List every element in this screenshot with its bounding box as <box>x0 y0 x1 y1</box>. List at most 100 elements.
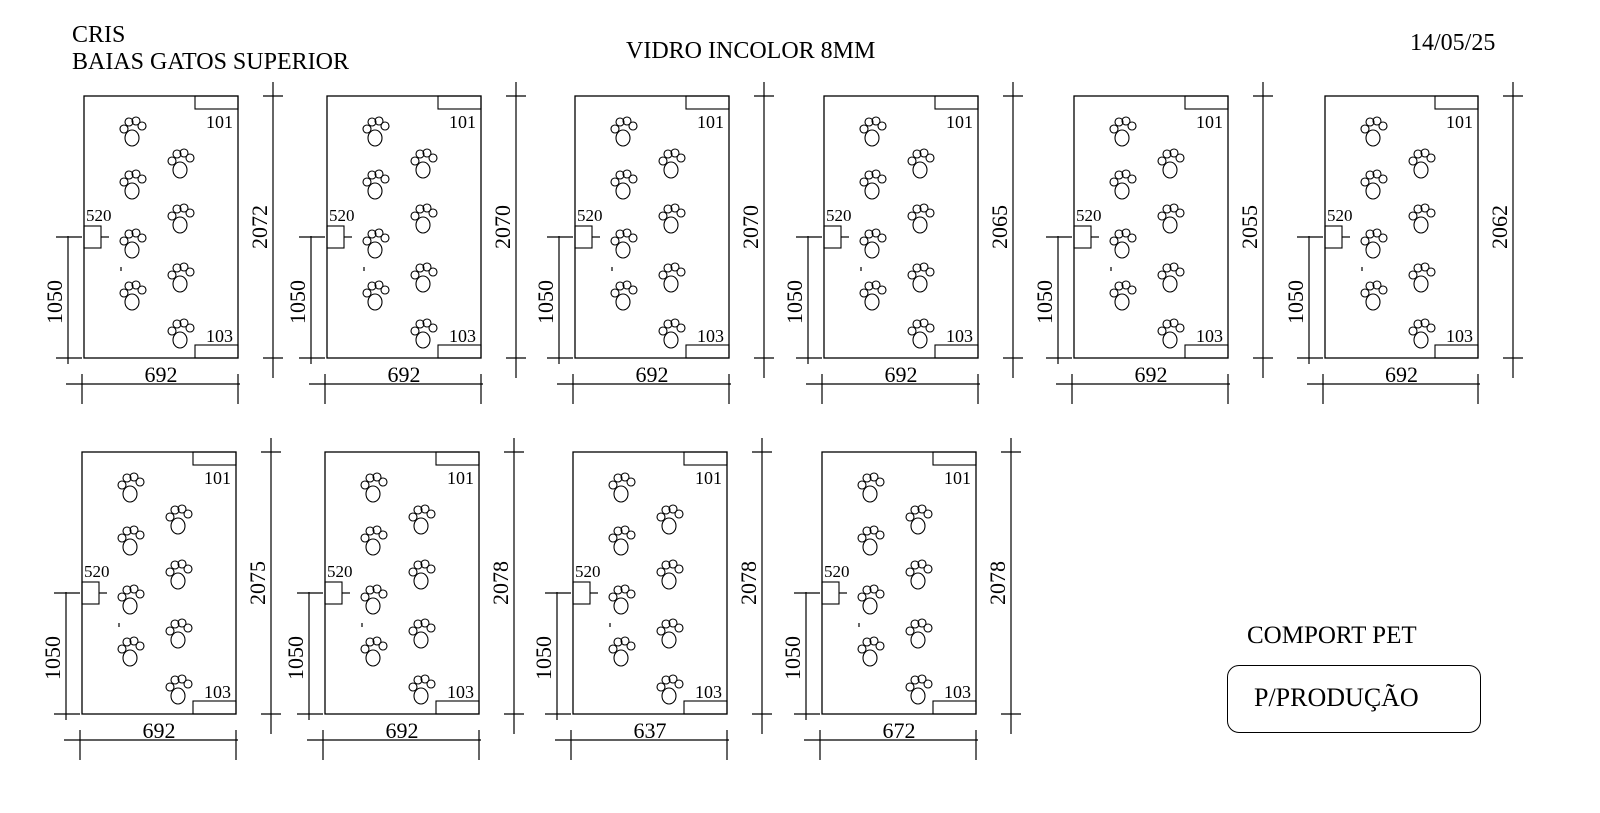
width-dimension: 692 <box>386 718 419 743</box>
corner-label-bottom: 103 <box>1196 326 1223 346</box>
hole-label: 520 <box>329 206 355 225</box>
paw-print-icon <box>1360 228 1388 259</box>
paw-print-icon <box>117 472 145 503</box>
corner-notch-bottom <box>192 700 237 715</box>
corner-notch-bottom <box>934 344 979 359</box>
paw-print-icon <box>658 318 686 349</box>
corner-notch-top <box>685 95 730 110</box>
paw-print-icon <box>907 203 935 234</box>
width-dimension: 692 <box>1385 362 1418 387</box>
paw-print-icon <box>905 674 933 705</box>
corner-notch-bottom <box>683 700 728 715</box>
material-spec: VIDRO INCOLOR 8MM <box>626 38 876 64</box>
paw-print-icon <box>658 148 686 179</box>
height-dimension: 2070 <box>738 205 763 249</box>
paw-print-icon <box>1157 318 1185 349</box>
height-dimension: 2072 <box>247 205 272 249</box>
paw-print-icon <box>360 636 388 667</box>
paw-print-icon <box>410 318 438 349</box>
corner-notch-bottom <box>685 344 730 359</box>
corner-notch-bottom <box>435 700 480 715</box>
corner-notch-top <box>683 451 728 466</box>
height-dimension: 2075 <box>245 561 270 605</box>
paw-print-icon <box>362 280 390 311</box>
height-dimension: 2078 <box>488 561 513 605</box>
paw-print-icon <box>1408 318 1436 349</box>
corner-label-bottom: 103 <box>449 326 476 346</box>
corner-label-top: 101 <box>206 112 233 132</box>
production-stamp-label: P/PRODUÇÃO <box>1254 683 1419 712</box>
corner-label-bottom: 103 <box>447 682 474 702</box>
paw-print-icon <box>117 584 145 615</box>
paw-print-icon <box>610 280 638 311</box>
corner-notch-bottom <box>1434 344 1479 359</box>
paw-print-icon <box>362 169 390 200</box>
corner-notch-bottom <box>194 344 239 359</box>
client-name: CRIS <box>72 22 126 48</box>
corner-notch-bottom <box>1184 344 1229 359</box>
paw-print-icon <box>1408 203 1436 234</box>
hole-height-dimension: 1050 <box>283 636 308 680</box>
hole-height-dimension: 1050 <box>531 636 556 680</box>
lock-cutout <box>326 225 345 249</box>
width-dimension: 692 <box>388 362 421 387</box>
paw-print-icon <box>857 636 885 667</box>
hole-height-dimension: 1050 <box>533 280 558 324</box>
hole-label: 520 <box>1327 206 1353 225</box>
paw-print-icon <box>1408 148 1436 179</box>
corner-label-top: 101 <box>944 468 971 488</box>
corner-notch-top <box>1434 95 1479 110</box>
lock-cutout <box>823 225 842 249</box>
paw-print-icon <box>408 618 436 649</box>
paw-print-icon <box>167 318 195 349</box>
corner-label-bottom: 103 <box>695 682 722 702</box>
corner-notch-bottom <box>932 700 977 715</box>
paw-print-icon <box>656 504 684 535</box>
paw-print-icon <box>410 262 438 293</box>
paw-print-icon <box>656 674 684 705</box>
paw-print-icon <box>608 584 636 615</box>
lock-cutout <box>574 225 593 249</box>
hole-label: 520 <box>1076 206 1102 225</box>
paw-print-icon <box>167 203 195 234</box>
corner-label-top: 101 <box>946 112 973 132</box>
paw-print-icon <box>1157 203 1185 234</box>
hole-label: 520 <box>826 206 852 225</box>
lock-cutout <box>81 581 100 605</box>
corner-notch-top <box>437 95 482 110</box>
paw-print-icon <box>119 228 147 259</box>
paw-print-icon <box>362 228 390 259</box>
height-dimension: 2078 <box>736 561 761 605</box>
corner-notch-top <box>1184 95 1229 110</box>
hole-label: 520 <box>824 562 850 581</box>
lock-cutout <box>572 581 591 605</box>
paw-print-icon <box>658 262 686 293</box>
panel-outline <box>83 95 239 359</box>
corner-label-top: 101 <box>1446 112 1473 132</box>
paw-print-icon <box>656 618 684 649</box>
paw-print-icon <box>165 504 193 535</box>
paw-print-icon <box>117 636 145 667</box>
paw-print-icon <box>165 618 193 649</box>
paw-print-icon <box>119 280 147 311</box>
hole-height-dimension: 1050 <box>1032 280 1057 324</box>
corner-label-bottom: 103 <box>944 682 971 702</box>
lock-cutout <box>324 581 343 605</box>
paw-print-icon <box>360 472 388 503</box>
corner-notch-top <box>932 451 977 466</box>
panel-outline <box>821 451 977 715</box>
corner-notch-top <box>934 95 979 110</box>
paw-print-icon <box>117 525 145 556</box>
corner-label-top: 101 <box>695 468 722 488</box>
paw-print-icon <box>857 472 885 503</box>
panel-outline <box>1324 95 1479 359</box>
paw-print-icon <box>608 525 636 556</box>
